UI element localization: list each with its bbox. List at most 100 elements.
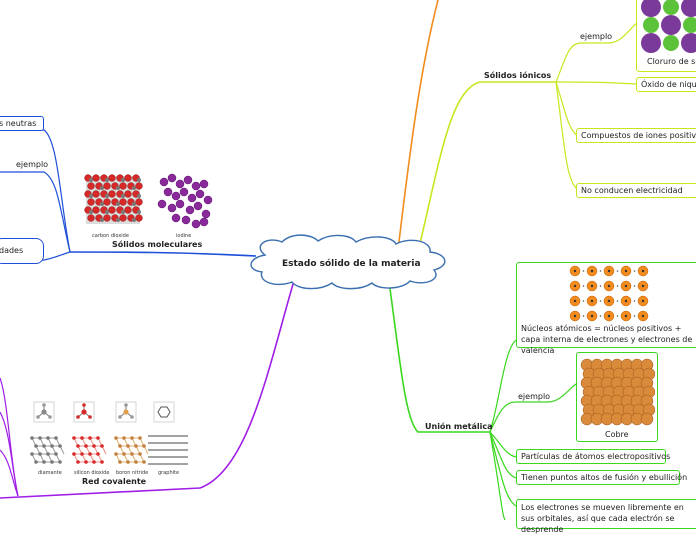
boron-nitrogen-atom (130, 452, 134, 456)
valence-electron (616, 315, 619, 317)
nucleus-core (607, 284, 611, 288)
metallic-image-node[interactable]: Cobre (576, 352, 658, 442)
metallic-nuclei-node[interactable]: Núcleos atómicos = núcleos positivos + c… (516, 262, 696, 355)
connector-orange (397, 0, 439, 251)
oxygen-atom (87, 198, 95, 206)
ionic-compounds-node[interactable]: Compuestos de iones positivos (576, 128, 696, 143)
iodine-molecule (187, 193, 197, 203)
center-title: Estado sólido de la materia (282, 259, 421, 269)
carbon-dioxide-crystal (84, 174, 143, 224)
carbon-atom (105, 178, 109, 182)
metallic-title[interactable]: Unión metálica (425, 422, 493, 431)
iodine-molecule (191, 181, 201, 191)
valence-electron (582, 270, 585, 272)
iodine-molecule (175, 199, 185, 209)
covalent-title[interactable]: Red covalente (82, 477, 147, 486)
carbon-atom (54, 452, 58, 456)
carbon-atom (132, 186, 136, 190)
iodine-molecule (163, 187, 173, 197)
ionic-title[interactable]: Sólidos iónicos (484, 71, 552, 80)
carbon-atom (100, 202, 104, 206)
chloride-ion (681, 0, 696, 17)
valence-electron (582, 315, 585, 317)
ionic-noconduct-node[interactable]: No conducen electricidad (576, 183, 696, 198)
iodine-molecule (201, 209, 211, 219)
oxygen-atom (103, 182, 111, 190)
valence-electron (599, 285, 602, 287)
chloride-ion (681, 33, 696, 53)
carbon-atom (58, 460, 62, 464)
carbon-atom (54, 436, 58, 440)
carbon-atom (38, 436, 42, 440)
oxygen-atom (135, 198, 143, 206)
connector-ionic-compounds (555, 81, 579, 137)
valence-electron (633, 285, 636, 287)
iodine-molecule (157, 199, 167, 209)
silicon-oxygen-atom (76, 444, 80, 448)
connector-covalent-main (0, 273, 297, 499)
boron-nitrogen-atom (142, 460, 146, 464)
iodine-molecule (171, 191, 181, 201)
connector-metallic-main (387, 273, 490, 433)
iodine-molecule (185, 205, 195, 215)
iodine-crystal (157, 173, 213, 229)
carbon-atom (58, 444, 62, 448)
silicon-oxygen-atom (96, 452, 100, 456)
boron-nitrogen-atom (114, 452, 118, 456)
nucleus-core (624, 314, 628, 318)
boron-nitrogen-atom (114, 436, 118, 440)
valence-electron (599, 300, 602, 302)
connector-covalent-b2 (0, 411, 19, 497)
valence-electron (582, 300, 585, 302)
sodium-ion (683, 17, 696, 33)
sodium-ion (663, 0, 679, 15)
carbon-atom (34, 460, 38, 464)
ionic-image-node[interactable]: Cloruro de so (636, 0, 696, 72)
central-cloud[interactable] (250, 234, 446, 290)
chloride-ion (661, 15, 681, 35)
iodine-molecule (175, 179, 185, 189)
iodine-molecule (203, 195, 213, 205)
iodine-molecule (195, 189, 205, 199)
metallic-points-node[interactable]: Tienen puntos altos de fusión y ebullici… (516, 470, 687, 485)
oxygen-atom (124, 174, 132, 182)
boron-nitrogen-atom (142, 444, 146, 448)
silicon-oxygen-atom (80, 452, 84, 456)
carbon-atom (137, 178, 141, 182)
metallic-nuclei-image (569, 265, 649, 322)
nucleus-core (573, 269, 577, 273)
carbon-atom (30, 436, 34, 440)
carbon-atom (46, 452, 50, 456)
boron-nitrogen-atom (118, 460, 122, 464)
boron-nitrogen-atom (130, 436, 134, 440)
center-atom (123, 409, 129, 415)
center-atom (81, 409, 87, 415)
oxygen-atom (92, 190, 100, 198)
connector-molecular-neutral (0, 129, 71, 253)
nucleus-core (641, 314, 645, 318)
molecular-title[interactable]: Sólidos moleculares (112, 240, 203, 249)
metallic-electrons-node[interactable]: Los electrones se mueven libremente en s… (516, 499, 696, 534)
nucleus-core (590, 299, 594, 303)
molecular-example-label: ejemplo (16, 160, 49, 169)
connector-metallic-extra (489, 431, 506, 520)
ionic-oxide-node[interactable]: Óxido de nique (636, 77, 696, 92)
nucleus-core (607, 269, 611, 273)
outer-atom (130, 415, 134, 419)
silicon-oxygen-atom (92, 460, 96, 464)
copper-atom (640, 412, 654, 426)
molecular-props-label: dades (0, 246, 24, 255)
molecular-neutral-node[interactable]: s neutras (0, 116, 44, 131)
boron-nitrogen-atom (134, 444, 138, 448)
metallic-example-label: ejemplo (518, 392, 551, 401)
nucleus-core (641, 269, 645, 273)
molecular-props-node[interactable]: dades (0, 238, 44, 264)
ionic-image-caption: Cloruro de so (647, 57, 696, 66)
silicon-oxygen-atom (72, 452, 76, 456)
copper-image (580, 358, 655, 426)
carbon-atom (121, 194, 125, 198)
oxygen-atom (135, 214, 143, 222)
molecular-neutral-label: s neutras (0, 119, 37, 128)
iodine-molecule (191, 219, 201, 229)
metallic-particles-node[interactable]: Partículas de átomos electropositivos (516, 449, 670, 464)
